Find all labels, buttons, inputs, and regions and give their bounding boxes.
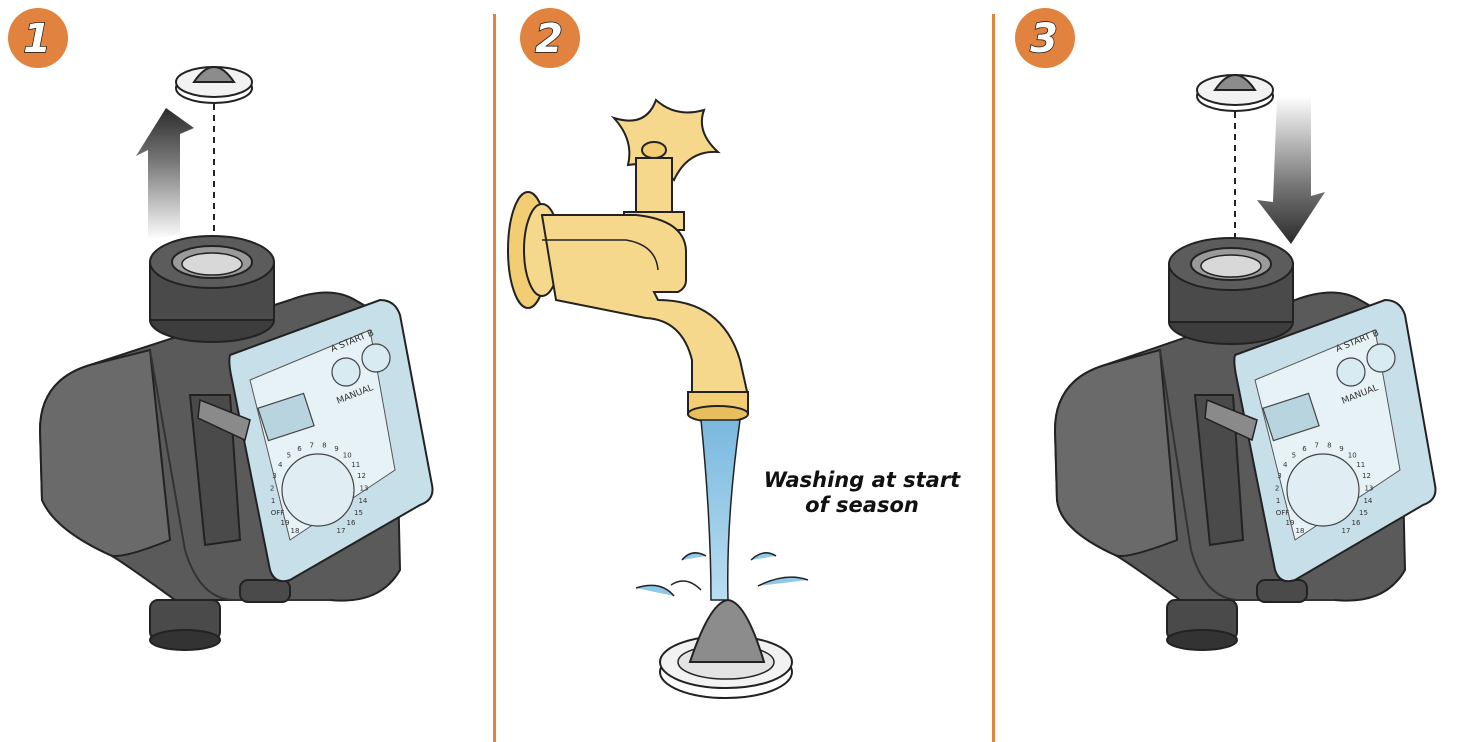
dial-number: 10	[343, 452, 352, 460]
dial-number: 10	[1348, 452, 1357, 460]
dial-number: 2	[1275, 485, 1279, 493]
dial-number: 5	[1292, 452, 1296, 460]
dial-number: 16	[347, 519, 356, 527]
dial-number: 12	[1362, 472, 1371, 480]
dial-number: 16	[1352, 519, 1361, 527]
faucet-spout	[542, 215, 748, 422]
dial-number: 18	[1296, 527, 1305, 535]
caption-line: Washing at start	[746, 468, 978, 493]
step-1-panel: 1	[0, 0, 493, 742]
dial-number: 9	[1339, 445, 1343, 453]
dial-number: 19	[1286, 519, 1295, 527]
dial-number: 2	[270, 485, 274, 493]
filter-icon	[660, 600, 792, 698]
dial-number: 14	[1363, 497, 1372, 505]
dial-number: 11	[1356, 461, 1365, 469]
dial-number: 5	[287, 452, 291, 460]
dial-number: 6	[1302, 445, 1307, 453]
dial-number: 14	[358, 497, 367, 505]
dial-number: 3	[272, 472, 276, 480]
step-3-panel: 3	[995, 0, 1459, 742]
dial-number: 15	[1359, 509, 1368, 517]
dial-number: 13	[1364, 485, 1373, 493]
faucet-handle-icon	[614, 100, 718, 232]
dial-number: 8	[1327, 441, 1331, 449]
dial-number: 19	[281, 519, 290, 527]
dial-number: 17	[1342, 527, 1351, 535]
step-2-panel: 2	[496, 0, 992, 742]
dial-number: OFF	[271, 509, 285, 517]
dial-number: 6	[297, 445, 302, 453]
dial-number: 7	[1314, 441, 1318, 449]
dial-number: 1	[271, 497, 275, 505]
inlet-nut	[1169, 238, 1293, 344]
dial-number: 4	[278, 461, 283, 469]
dial-number: 1	[1276, 497, 1280, 505]
filter-icon	[176, 67, 252, 103]
dial-number: 15	[354, 509, 363, 517]
dial-number: OFF	[1276, 509, 1290, 517]
step-2-caption: Washing at start of season	[746, 468, 978, 518]
dial-number: 7	[309, 441, 313, 449]
caption-line: of season	[746, 493, 978, 518]
dial-number: 9	[334, 445, 338, 453]
filter-icon	[1197, 75, 1273, 111]
dial-number: 3	[1277, 472, 1281, 480]
dial-number: 18	[291, 527, 300, 535]
dial-number: 4	[1283, 461, 1288, 469]
arrow-down-icon	[1257, 96, 1325, 244]
dial-number: 11	[351, 461, 360, 469]
arrow-up-icon	[136, 108, 194, 240]
inlet-nut	[150, 236, 274, 342]
dial-number: 13	[359, 485, 368, 493]
dial-number: 12	[357, 472, 366, 480]
dial-number: 8	[322, 441, 326, 449]
dial-number: 17	[337, 527, 346, 535]
faucet-illustration	[496, 0, 992, 742]
